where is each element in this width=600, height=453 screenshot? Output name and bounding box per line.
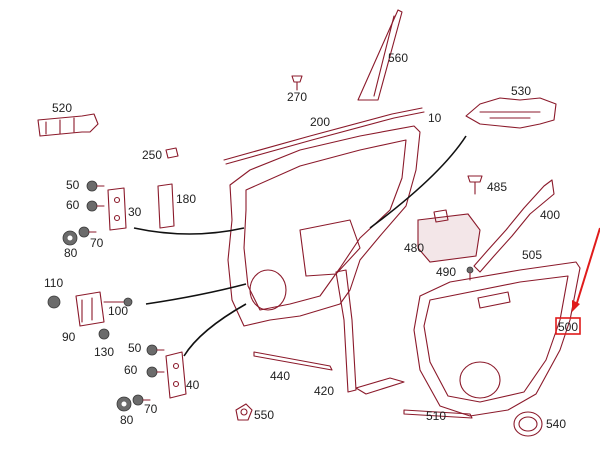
label-510: 510	[426, 409, 446, 423]
cable-callout-right	[369, 135, 467, 229]
label-200: 200	[310, 115, 330, 129]
part-500-door-inner-panel[interactable]	[413, 261, 581, 417]
part-10-door-shell[interactable]	[227, 125, 421, 327]
part-60a-bolt[interactable]	[86, 200, 105, 212]
highlight-arrowhead	[572, 300, 580, 312]
part-10-door-cutout	[299, 219, 361, 277]
part-90-lock-housing[interactable]	[75, 291, 105, 327]
label-10: 10	[428, 111, 442, 125]
label-400: 400	[540, 208, 560, 222]
part-50b-bolt[interactable]	[146, 344, 165, 356]
cable-callout-upper	[133, 227, 245, 235]
label-540: 540	[546, 417, 566, 431]
label-520: 520	[52, 101, 72, 115]
part-70a-bolt[interactable]	[78, 226, 97, 238]
label-550: 550	[254, 408, 274, 422]
part-200-window-strip[interactable]	[223, 107, 423, 161]
part-10-door-inner	[243, 139, 407, 311]
part-10-speaker-ring	[249, 269, 287, 311]
part-480-connector	[433, 209, 449, 223]
label-250: 250	[142, 148, 162, 162]
label-420: 420	[314, 384, 334, 398]
label-70a: 70	[90, 236, 104, 250]
label-130: 130	[94, 345, 114, 359]
label-485: 485	[487, 180, 507, 194]
part-485-push-pin[interactable]	[467, 175, 483, 195]
label-480: 480	[404, 241, 424, 255]
label-80b: 80	[120, 413, 134, 427]
part-180-bracket[interactable]	[157, 183, 175, 229]
label-270: 270	[287, 90, 307, 104]
part-110-plug[interactable]	[47, 295, 61, 309]
part-520-handle[interactable]	[37, 113, 99, 137]
part-420-door-seal[interactable]	[335, 269, 357, 393]
label-60b: 60	[124, 363, 138, 377]
part-560-glass-edge	[373, 15, 395, 97]
part-80a-washer[interactable]	[62, 230, 78, 246]
part-30-hinge[interactable]	[107, 187, 127, 231]
part-70b-bolt[interactable]	[132, 394, 151, 406]
highlight-box	[555, 317, 581, 335]
label-60a: 60	[66, 198, 80, 212]
part-530-bracket-detail	[479, 111, 541, 119]
part-530-bracket[interactable]	[465, 97, 557, 129]
label-50a: 50	[66, 178, 80, 192]
part-200-window-strip-inner	[225, 111, 425, 165]
part-500-handle-recess	[477, 291, 511, 309]
part-540-cap[interactable]	[513, 411, 543, 437]
label-80a: 80	[64, 246, 78, 260]
part-270-clip[interactable]	[291, 75, 303, 91]
part-550-clip[interactable]	[235, 403, 253, 421]
label-440: 440	[270, 369, 290, 383]
highlight-arrow	[575, 227, 600, 307]
label-40: 40	[186, 378, 200, 392]
label-505: 505	[522, 248, 542, 262]
part-505-door-panel-edge	[423, 275, 569, 403]
label-90: 90	[62, 330, 76, 344]
label-30: 30	[128, 205, 142, 219]
label-530: 530	[511, 84, 531, 98]
part-560-window-glass[interactable]	[357, 9, 403, 101]
part-510-lower-strip[interactable]	[403, 409, 473, 419]
part-80b-washer[interactable]	[116, 396, 132, 412]
part-250-clip[interactable]	[165, 147, 179, 159]
label-50b: 50	[128, 341, 142, 355]
label-70b: 70	[144, 402, 158, 416]
label-490: 490	[436, 265, 456, 279]
part-400-seal[interactable]	[473, 179, 555, 273]
part-60b-bolt[interactable]	[146, 366, 165, 378]
part-500-speaker-ring	[459, 361, 501, 399]
part-50a-bolt[interactable]	[86, 180, 105, 192]
label-180: 180	[176, 192, 196, 206]
part-420-seal-lower	[355, 377, 405, 395]
part-440-sill-strip[interactable]	[253, 351, 333, 371]
part-520-handle-detail	[45, 117, 75, 135]
part-480-control-module[interactable]	[417, 213, 481, 263]
part-40-hinge[interactable]	[165, 351, 187, 399]
label-560: 560	[388, 51, 408, 65]
cable-callout-lower	[183, 303, 247, 357]
label-500[interactable]: 500	[558, 320, 578, 334]
part-100-pin[interactable]	[103, 297, 133, 307]
cable-callout-middle	[145, 283, 247, 305]
label-100: 100	[108, 304, 128, 318]
label-110: 110	[44, 276, 63, 290]
part-130-screw[interactable]	[98, 328, 110, 340]
